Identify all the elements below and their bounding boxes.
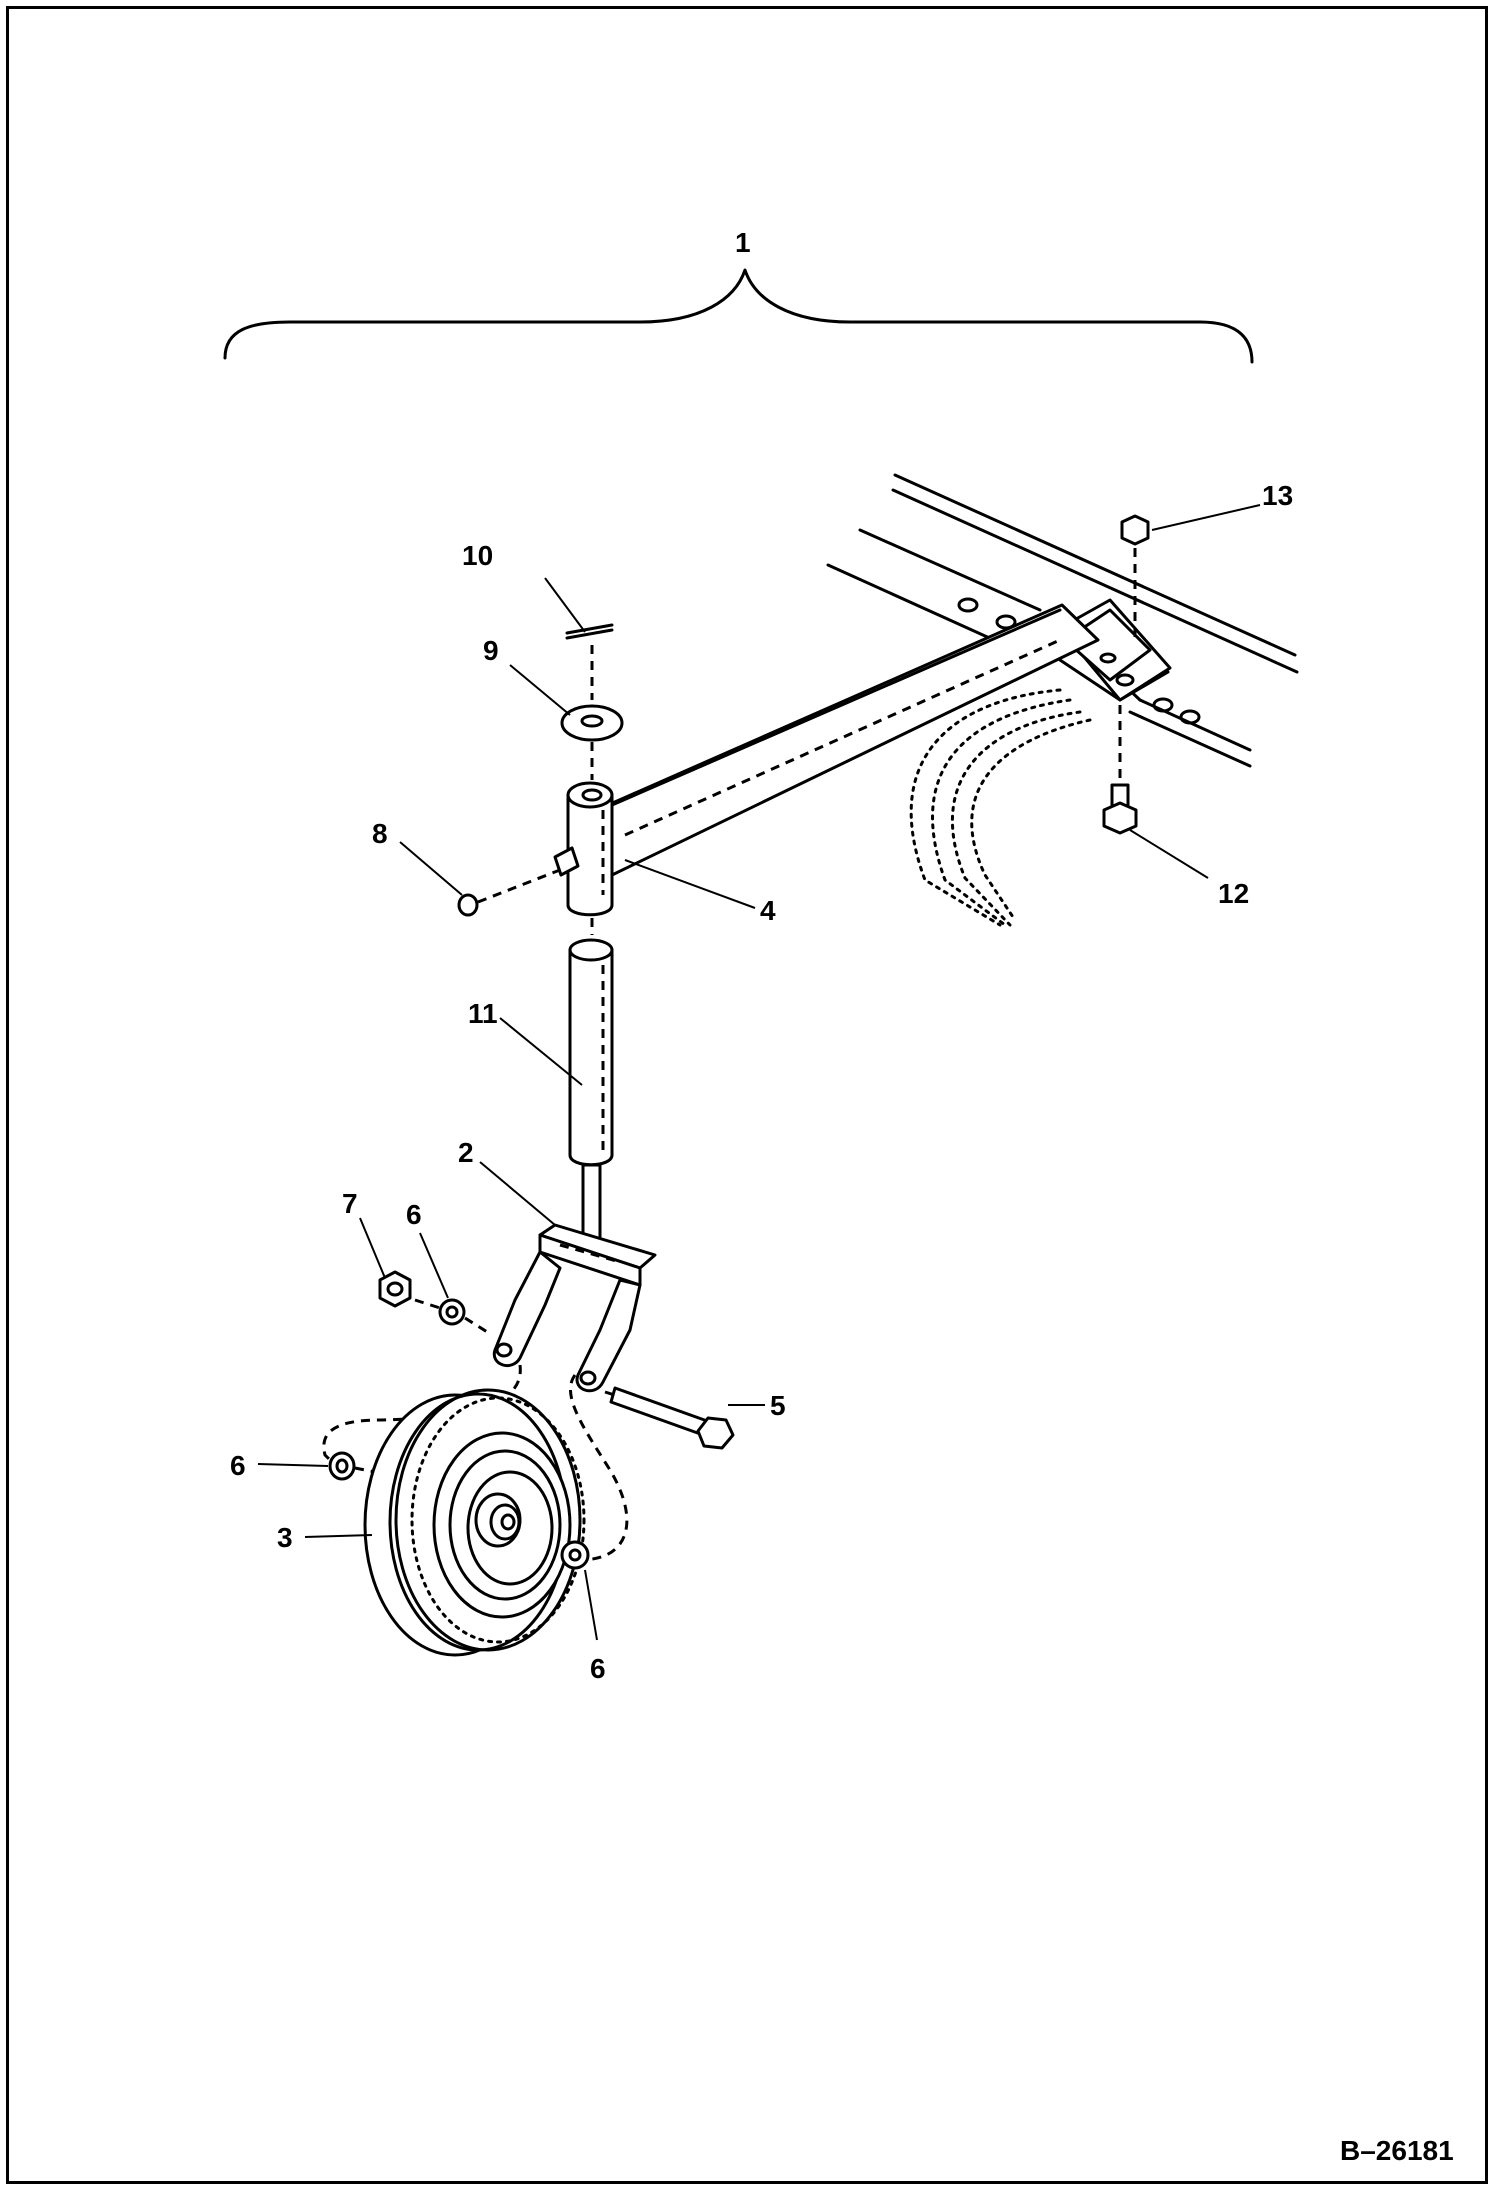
washer-part-6-upper <box>438 1298 466 1326</box>
bolt-part-12 <box>1102 705 1138 835</box>
nut-part-7 <box>378 1270 412 1308</box>
washer-part-9 <box>560 704 624 780</box>
callout-9: 9 <box>483 635 499 666</box>
assembly-brace <box>223 268 1254 364</box>
callout-6-left: 6 <box>230 1450 246 1481</box>
callout-8: 8 <box>372 818 388 849</box>
callout-2: 2 <box>458 1137 474 1168</box>
document-number: B–26181 <box>1340 2135 1454 2166</box>
callout-12: 12 <box>1218 878 1249 909</box>
drawing-border <box>6 6 1488 2184</box>
washer-part-6-right <box>560 1540 590 1570</box>
wheel-alignment-path-2 <box>569 1374 629 1562</box>
callout-7: 7 <box>342 1188 358 1219</box>
callout-4: 4 <box>760 895 776 926</box>
tire-tread-marks <box>909 688 1092 927</box>
arm-part-4 <box>606 603 1100 877</box>
set-screw-part-8 <box>457 846 580 917</box>
callout-6-lower: 6 <box>590 1653 606 1684</box>
fork-part-2 <box>492 1223 657 1393</box>
arm-sleeve <box>566 781 614 917</box>
callout-10: 10 <box>462 540 493 571</box>
wheel-part-3 <box>363 1388 586 1657</box>
nut-part-13 <box>1120 514 1150 640</box>
leader-lines <box>257 504 1261 1641</box>
callout-6-upper: 6 <box>406 1199 422 1230</box>
vehicle-frame <box>826 473 1299 768</box>
pin-part-10 <box>565 623 614 700</box>
post-part-11 <box>568 918 614 1242</box>
wheel-alignment-path <box>322 1364 522 1462</box>
washer-part-6-left <box>328 1451 376 1481</box>
callout-1: 1 <box>735 227 751 258</box>
hardware-alignment-line <box>414 1298 493 1337</box>
callout-3: 3 <box>277 1522 293 1553</box>
callout-5: 5 <box>770 1390 786 1421</box>
callout-13: 13 <box>1262 480 1293 511</box>
bolt-part-5 <box>604 1386 735 1450</box>
callout-11: 11 <box>468 998 498 1029</box>
